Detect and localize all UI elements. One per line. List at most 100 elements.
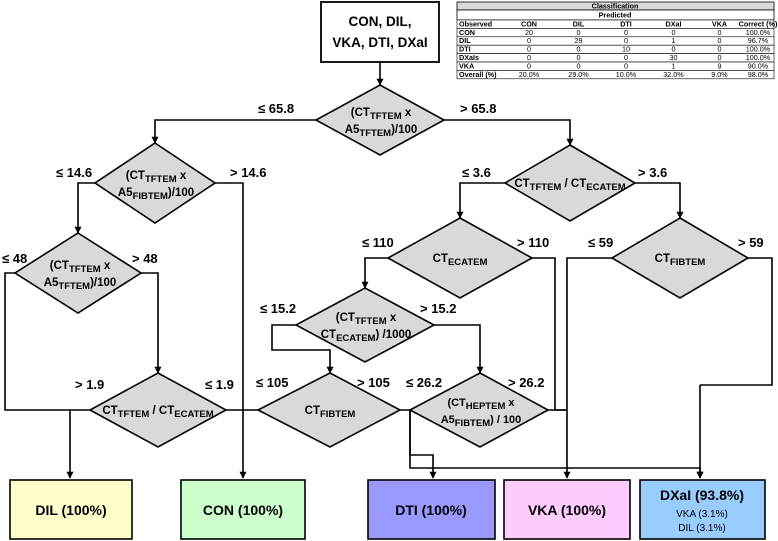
table-cell: 0 xyxy=(624,53,628,62)
leaf-vka xyxy=(503,479,631,540)
threshold-n7-right: > 15.2 xyxy=(420,301,457,316)
split-node-5 xyxy=(386,217,534,299)
table-cell: 0 xyxy=(718,53,722,62)
split-node-1-line-1: (CTTFTEM x xyxy=(351,107,412,122)
table-cell: CON xyxy=(459,28,475,37)
table-cell: 100.0% xyxy=(746,53,771,62)
split-node-3-label: CTTFTEM / CTECATEM xyxy=(514,178,625,193)
table-header-cell: Observed xyxy=(459,19,492,28)
threshold-n6-left: ≤ 59 xyxy=(588,235,613,250)
table-cell: 90.0% xyxy=(748,61,769,70)
table-cell: 9 xyxy=(718,61,722,70)
split-node-2 xyxy=(93,142,217,224)
threshold-n9-left: ≤ 105 xyxy=(256,375,288,390)
table-cell: 0 xyxy=(577,45,581,54)
threshold-n3-right: > 3.6 xyxy=(638,165,667,180)
threshold-n6-right: > 59 xyxy=(738,235,764,250)
table-cell: 20.0% xyxy=(519,70,540,79)
split-node-10-line-1: (CTHEPTEM x xyxy=(447,397,515,412)
table-cell: 96.7% xyxy=(748,36,769,45)
table-cell: VKA xyxy=(459,61,474,70)
leaf-dil-label: DIL (100%) xyxy=(35,502,106,518)
edge-n2-n4 xyxy=(74,182,95,234)
table-cell: 0 xyxy=(577,53,581,62)
edge-n5-n7 xyxy=(361,257,388,289)
leaf-dti xyxy=(367,479,496,540)
split-node-8 xyxy=(88,372,228,448)
threshold-n9-right: > 105 xyxy=(357,375,390,390)
leaf-con-label: CON (100%) xyxy=(203,502,283,518)
edge-n10-dti xyxy=(409,410,437,479)
table-cell: 0 xyxy=(718,45,722,54)
table-cell: 0 xyxy=(527,61,531,70)
threshold-labels: ≤ 65.8 > 65.8 ≤ 14.6 > 14.6 ≤ 3.6 > 3.6 … xyxy=(2,101,764,392)
table-row xyxy=(456,36,775,46)
split-node-1 xyxy=(314,84,446,156)
split-node-4-line-2: A5TFTEM)/100 xyxy=(44,277,117,292)
table-cell: 0 xyxy=(718,36,722,45)
connector-lines xyxy=(4,62,773,479)
split-node-2-line-2: A5FIBTEM)/100 xyxy=(118,187,194,202)
table-cell: 29 xyxy=(575,36,583,45)
split-node-10 xyxy=(408,372,550,448)
split-node-7-line-1: (CTTFTEM x xyxy=(336,312,397,327)
edge-n1-n3 xyxy=(444,119,574,146)
threshold-n2-left: ≤ 14.6 xyxy=(56,165,92,180)
table-cell: 10.0% xyxy=(616,70,637,79)
split-node-5-label: CTECATEM xyxy=(433,253,488,268)
table-cell: 100.0% xyxy=(746,28,771,37)
threshold-n4-right: > 48 xyxy=(132,251,158,266)
table-header-cell: CON xyxy=(521,19,537,28)
split-node-4-line-1: (CTTFTEM x xyxy=(50,260,111,275)
leaf-dxai-sub-2: DIL (3.1%) xyxy=(678,523,725,534)
root-node: CON, DIL, VKA, DTI, DXaI xyxy=(320,1,440,63)
edge-n4-dil xyxy=(4,272,74,479)
table-cell: 0 xyxy=(672,28,676,37)
leaf-vka-label: VKA (100%) xyxy=(528,502,606,518)
split-node-6 xyxy=(610,217,750,299)
split-node-7-line-2: CTECATEM) /1000 xyxy=(321,329,412,344)
split-node-1-line-2: A5TFTEM)/100 xyxy=(345,124,418,139)
split-node-3 xyxy=(503,144,637,222)
threshold-n3-left: ≤ 3.6 xyxy=(462,165,491,180)
table-cell: 0 xyxy=(718,28,722,37)
table-header-cell: DTI xyxy=(620,19,632,28)
threshold-n7-left: ≤ 15.2 xyxy=(260,301,296,316)
table-predicted-header: Predicted xyxy=(599,11,632,20)
edge-n4-n8 xyxy=(141,272,162,374)
table-cell: 0 xyxy=(577,28,581,37)
table-title: Classification xyxy=(592,2,639,11)
root-line-2: VKA, DTI, DXaI xyxy=(332,35,427,50)
threshold-n10-left: ≤ 26.2 xyxy=(406,375,442,390)
threshold-n8-right: ≤ 1.9 xyxy=(205,377,234,392)
table-cell: 0 xyxy=(624,28,628,37)
edge-n2-con xyxy=(215,182,247,479)
table-cell: 1 xyxy=(672,36,676,45)
split-node-2-line-1: (CTTFTEM x xyxy=(126,170,187,185)
leaf-dxai-label: DXaI (93.8%) xyxy=(660,487,744,503)
table-row xyxy=(456,53,775,63)
table-header-cell: VKA xyxy=(712,19,727,28)
table-row xyxy=(456,44,775,54)
leaf-dil xyxy=(9,479,133,540)
table-cell: 0 xyxy=(527,53,531,62)
threshold-n8-left: > 1.9 xyxy=(75,377,104,392)
split-node-10-line-2: A5FIBTEM) / 100 xyxy=(441,414,522,429)
threshold-n1-right: > 65.8 xyxy=(460,101,497,116)
table-cell: 30 xyxy=(670,53,678,62)
threshold-n1-left: ≤ 65.8 xyxy=(258,101,294,116)
split-node-7 xyxy=(294,287,436,363)
table-cell: DXaIs xyxy=(459,53,479,62)
split-node-9 xyxy=(256,372,402,448)
threshold-n4-left: ≤ 48 xyxy=(2,251,27,266)
table-cell: DTI xyxy=(459,45,471,54)
table-header-cell: DIL xyxy=(573,19,585,28)
split-node-8-label: CTTFTEM / CTECATEM xyxy=(102,405,213,420)
table-cell: 0 xyxy=(577,61,581,70)
table-cell: 10 xyxy=(622,45,630,54)
table-cell: 0 xyxy=(624,61,628,70)
root-line-1: CON, DIL, xyxy=(349,14,412,29)
